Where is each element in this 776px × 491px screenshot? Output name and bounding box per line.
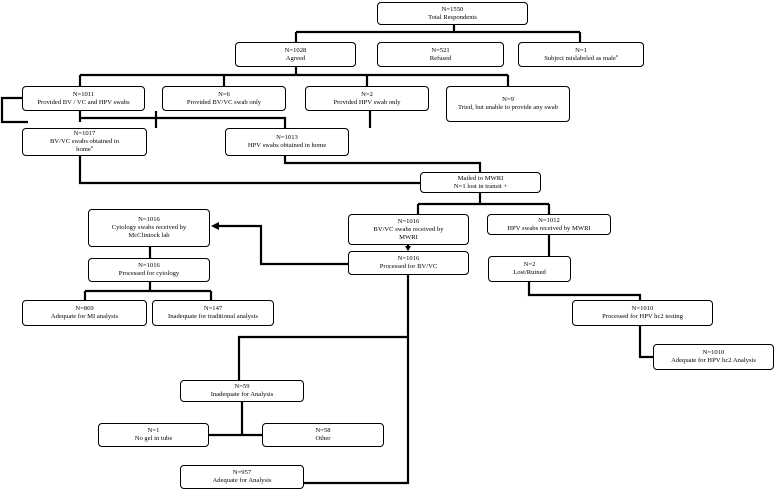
hpv-received-box: N=1012 HPV swabs received by MWRI — [487, 214, 611, 235]
hpv-received-label: HPV swabs received by MWRI — [507, 224, 591, 232]
connector-hpv-processed-down — [638, 326, 653, 359]
adequate-analysis-count: N=957 — [232, 469, 252, 476]
total-count: N=1550 — [441, 5, 464, 13]
both-swabs-label: Provided BV / VC and HPV swabs — [37, 98, 130, 106]
hpv-only-label: Provided HPV swab only — [333, 98, 401, 106]
hpv-home-count: N=1013 — [276, 134, 298, 141]
connector-both-left — [0, 96, 28, 124]
adequate-mi-box: N=869 Adequate for MI analysis — [22, 300, 147, 326]
processed-hpv-label: Processed for HPV hc2 testing — [602, 313, 683, 320]
cytology-received-count: N=1016 — [138, 216, 160, 223]
mailed-lost-label: N=1 lost in transit + — [453, 182, 508, 190]
cytology-received-label2: McClintock lab — [128, 232, 170, 239]
inadequate-traditional-box: N=147 Inadequate for traditional analysi… — [152, 300, 274, 326]
other-label: Other — [315, 435, 331, 442]
refused-count: N=521 — [431, 46, 450, 54]
processed-hpv-count: N=1010 — [631, 305, 654, 312]
bv-home-count: N=1017 — [73, 130, 96, 137]
both-swabs-count: N=1011 — [72, 90, 95, 98]
bv-received-box: N=1016 BV/VC swabs received by MWRI — [348, 214, 469, 245]
total-respondents-box: N=1550 Total Respondents — [377, 2, 528, 25]
bv-only-count: N=6 — [218, 90, 230, 98]
connector-to-inadequate-analysis — [237, 335, 408, 380]
adequate-analysis-box: N=957 Adequate for Analysis — [180, 465, 304, 489]
agreed-label: Agreed — [285, 54, 306, 62]
inadequate-traditional-count: N=147 — [203, 305, 223, 312]
inadequate-traditional-label: Inadequate for traditional analysis — [168, 313, 258, 320]
inadequate-analysis-label: Inadequate for Analysis — [210, 391, 274, 398]
processed-bv-label: Processed for BV/VC — [379, 263, 438, 270]
agreed-count: N=1028 — [284, 46, 307, 54]
other-box: N=58 Other — [262, 423, 384, 447]
hpv-home-label: HPV swabs obtained in home — [247, 142, 327, 149]
other-count: N=58 — [315, 427, 331, 434]
no-gel-label: No gel in tube — [134, 435, 173, 442]
processed-bv-box: N=1016 Processed for BV/VC — [348, 251, 469, 275]
total-label: Total Respondents — [428, 13, 477, 21]
inadequate-analysis-count: N=59 — [234, 383, 250, 390]
agreed-box: N=1028 Agreed — [235, 42, 356, 67]
refused-label: Refused — [429, 54, 452, 62]
cytology-received-label: Cytology swabs received by — [111, 224, 187, 231]
bv-only-label: Provided BV/VC swab only — [186, 98, 262, 106]
processed-hpv-box: N=1010 Processed for HPV hc2 testing — [572, 300, 713, 326]
adequate-hpv-box: N=1010 Adequate for HPV hc2 Analysis — [653, 344, 774, 370]
mailed-box: Mailed to MWRI N=1 lost in transit + — [420, 172, 541, 193]
mislabeled-male-box: N=1 Subject mislabeled as malea — [518, 42, 644, 67]
inadequate-analysis-box: N=59 Inadequate for Analysis — [180, 380, 304, 402]
bv-home-label-line2: homea — [76, 143, 93, 154]
bv-received-label2: MWRI — [399, 233, 418, 241]
adequate-hpv-label: Adequate for HPV hc2 Analysis — [671, 357, 756, 364]
arrowhead-to-processed-bv — [405, 246, 411, 251]
bv-received-count: N=1016 — [397, 217, 420, 225]
male-footnote-mark: a — [615, 52, 618, 58]
no-gel-box: N=1 No gel in tube — [98, 423, 209, 447]
male-label-line: Subject mislabeled as malea — [544, 52, 618, 63]
connector-bv-processed-down — [304, 275, 410, 485]
connector-hpv-home-to-mailed — [283, 156, 482, 172]
processed-cytology-count: N=1016 — [138, 262, 160, 269]
cytology-received-box: N=1016 Cytology swabs received by McClin… — [88, 209, 210, 247]
male-count: N=1 — [575, 46, 587, 54]
bv-only-box: N=6 Provided BV/VC swab only — [162, 86, 286, 111]
refused-box: N=521 Refused — [377, 42, 504, 67]
processed-cytology-label: Processed for cytology — [118, 270, 180, 277]
connector-lost-down — [527, 282, 642, 300]
processed-cytology-box: N=1016 Processed for cytology — [88, 258, 210, 282]
adequate-mi-count: N=869 — [75, 305, 94, 312]
connector-both-to-hpv-home — [80, 116, 287, 128]
both-swabs-box: N=1011 Provided BV / VC and HPV swabs — [22, 86, 145, 111]
lost-ruined-count: N=2 — [523, 261, 536, 268]
male-label: Subject mislabeled as male — [544, 54, 616, 62]
bv-home-label: BV/VC swabs obtained in — [49, 138, 120, 145]
hpv-home-box: N=1013 HPV swabs obtained in home — [225, 128, 349, 156]
adequate-analysis-label: Adequate for Analysis — [212, 477, 272, 484]
tried-box: N=9 Tried, but unable to provide any swa… — [446, 86, 570, 122]
adequate-hpv-count: N=1010 — [702, 349, 725, 356]
adequate-mi-label: Adequate for MI analysis — [50, 313, 119, 320]
tried-label: Tried, but unable to provide any swab — [458, 104, 558, 111]
hpv-only-box: N=2 Provided HPV swab only — [305, 86, 429, 111]
tried-count: N=9 — [502, 96, 514, 103]
mailed-label: Mailed to MWRI — [457, 174, 504, 182]
hpv-received-count: N=1012 — [538, 216, 560, 224]
lost-ruined-box: N=2 Lost/Ruined — [488, 256, 571, 282]
processed-bv-count: N=1016 — [397, 255, 420, 262]
bv-home-label2: home — [76, 146, 91, 153]
bv-home-footnote-mark: a — [90, 143, 93, 149]
connector-processed-to-cytology — [218, 224, 348, 266]
lost-ruined-label: Lost/Ruined — [513, 269, 546, 276]
connector-bv-home-to-mailed — [78, 156, 420, 185]
arrowhead-to-cytology — [211, 222, 219, 230]
no-gel-count: N=1 — [147, 427, 160, 434]
hpv-only-count: N=2 — [361, 90, 373, 98]
bv-received-label: BV/VC swabs received by — [373, 225, 444, 233]
bv-home-box: N=1017 BV/VC swabs obtained in homea — [22, 128, 147, 156]
